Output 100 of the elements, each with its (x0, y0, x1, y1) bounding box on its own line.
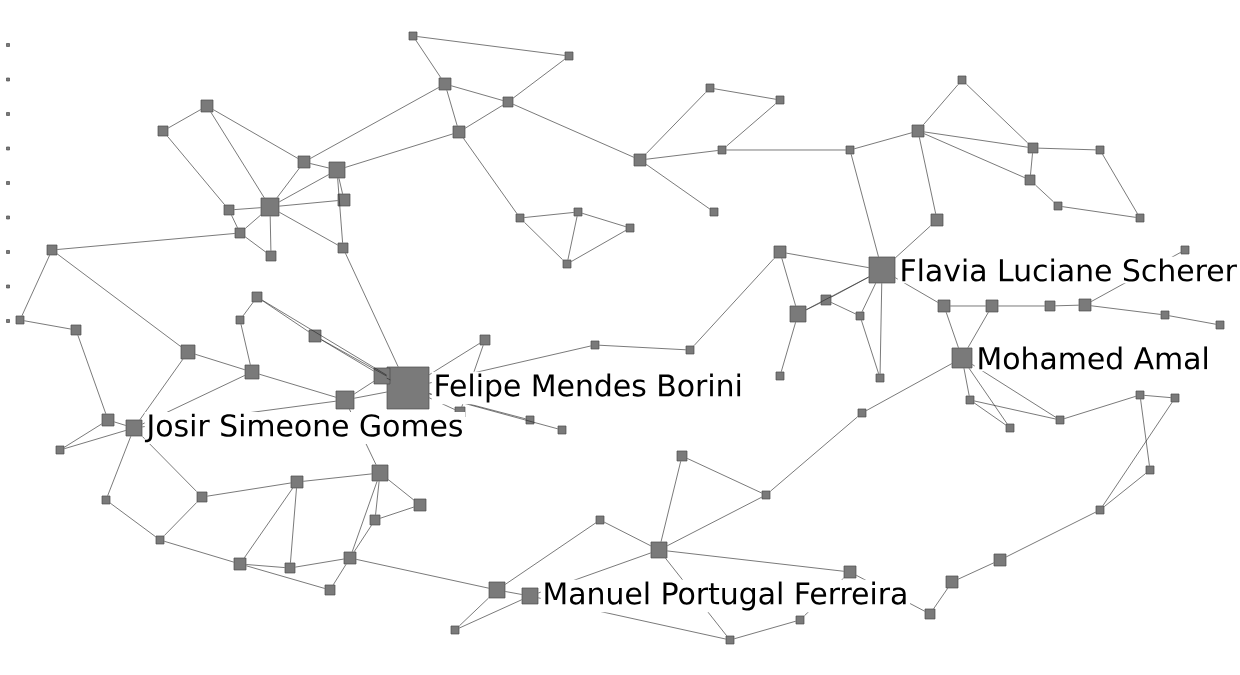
network-node (875, 373, 885, 383)
link-line (831, 276, 869, 298)
node-label: Mohamed Amal (974, 344, 1212, 372)
network-node (46, 244, 58, 256)
link-line (1064, 396, 1136, 419)
network-node (235, 315, 245, 325)
link-line (734, 620, 796, 640)
link-line (933, 588, 948, 609)
network-node (650, 541, 668, 559)
link-line (646, 164, 710, 210)
network-node (1027, 142, 1039, 154)
network-node (371, 464, 389, 482)
network-node (1024, 174, 1036, 186)
link-line (780, 322, 796, 372)
network-node (1055, 415, 1065, 425)
link-line (321, 339, 374, 372)
link-line (524, 212, 574, 218)
link-line (786, 252, 869, 268)
network-node (251, 291, 263, 303)
network-node (6, 77, 10, 82)
link-line (646, 150, 718, 160)
network-node (125, 419, 143, 437)
network-node (775, 371, 785, 381)
network-node (290, 475, 304, 489)
link-line (895, 277, 938, 303)
link-line (966, 83, 1028, 144)
network-node (725, 635, 735, 645)
link-line (262, 300, 309, 333)
link-line (245, 214, 261, 229)
link-line (356, 559, 489, 589)
link-line (354, 391, 387, 399)
network-node (951, 347, 973, 369)
network-node (450, 625, 460, 635)
network-node (709, 207, 719, 217)
network-node (633, 153, 647, 167)
link-line (1102, 402, 1173, 506)
network-node (573, 207, 583, 217)
link-line (380, 506, 414, 519)
link-line (303, 473, 372, 482)
link-line (269, 216, 272, 251)
link-line (333, 564, 347, 585)
link-line (351, 481, 378, 552)
link-line (139, 359, 184, 420)
link-line (246, 565, 325, 589)
link-line (1169, 315, 1216, 325)
network-node (233, 557, 247, 571)
link-line (353, 525, 372, 552)
link-line (164, 541, 234, 563)
link-line (459, 597, 489, 627)
link-line (429, 343, 480, 375)
network-node (70, 324, 82, 336)
network-node (625, 223, 635, 233)
link-line (861, 320, 879, 374)
network-node (343, 551, 357, 565)
network-node (761, 490, 771, 500)
link-line (210, 112, 265, 198)
link-line (967, 312, 989, 348)
link-line (513, 58, 565, 99)
link-line (279, 211, 338, 246)
network-node (1180, 245, 1190, 255)
network-node (930, 213, 944, 227)
network-node (562, 259, 572, 269)
link-line (163, 502, 198, 536)
link-line (919, 137, 936, 214)
network-node (685, 345, 695, 355)
link-line (465, 104, 503, 129)
network-node (795, 615, 805, 625)
network-node (868, 256, 896, 284)
network-node (857, 408, 867, 418)
link-line (1006, 511, 1096, 558)
link-line (240, 324, 251, 365)
network-node (157, 125, 169, 137)
link-line (262, 299, 387, 376)
link-line (290, 488, 297, 563)
network-node (6, 146, 10, 151)
link-line (582, 213, 626, 227)
link-line (923, 84, 959, 125)
link-line (310, 163, 329, 169)
network-node (265, 250, 277, 262)
network-node (1145, 465, 1155, 475)
network-node (557, 425, 567, 435)
link-line (244, 488, 293, 558)
link-line (446, 90, 458, 126)
link-line (571, 230, 626, 262)
link-line (505, 522, 596, 585)
link-line (231, 215, 238, 228)
network-node (820, 294, 832, 306)
link-line (974, 402, 1006, 426)
network-node (502, 96, 514, 108)
link-line (110, 502, 156, 538)
network-node (1135, 213, 1145, 223)
link-line (57, 233, 235, 250)
network-node (965, 395, 975, 405)
link-line (861, 283, 876, 312)
network-node (337, 242, 349, 254)
link-line (781, 258, 796, 306)
network-node (705, 83, 715, 93)
network-node (196, 491, 208, 503)
link-line (806, 276, 869, 310)
link-line (459, 599, 522, 629)
